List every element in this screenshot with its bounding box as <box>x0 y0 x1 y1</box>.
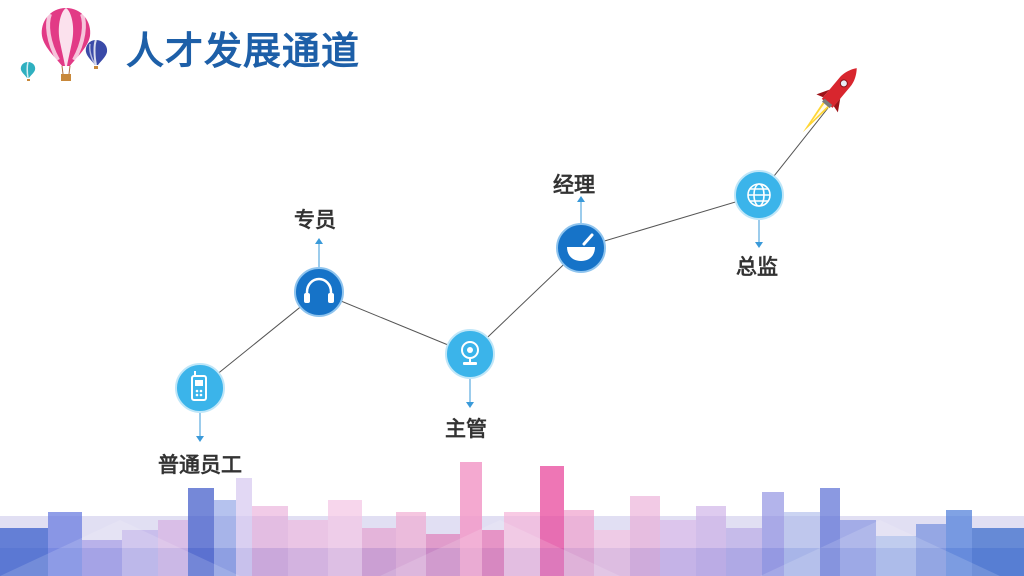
city-skyline <box>0 462 1024 576</box>
balloon-small-left <box>20 61 36 81</box>
node-connectors <box>196 196 763 442</box>
headphones-icon <box>304 277 334 303</box>
stage-label-4: 经理 <box>553 173 595 197</box>
mortar-bowl-icon <box>567 233 595 261</box>
stage-label-3: 主管 <box>445 417 487 441</box>
stage-node-1 <box>175 363 225 413</box>
stage-node-2 <box>294 267 344 317</box>
balloon-small-right <box>85 39 108 69</box>
webcam-icon <box>461 341 479 365</box>
stage-node-3 <box>445 329 495 379</box>
stage-label-5: 总监 <box>736 255 778 279</box>
globe-icon <box>747 183 771 207</box>
stage-label-2: 专员 <box>294 208 336 232</box>
mobile-phone-icon <box>191 371 207 401</box>
hot-air-balloon-icon <box>20 8 108 81</box>
rocket-icon <box>802 68 857 133</box>
stage-node-4 <box>556 223 606 273</box>
page-title: 人才发展通道 <box>126 29 361 73</box>
balloon-large <box>41 8 91 81</box>
stage-node-5 <box>734 170 784 220</box>
stage-label-1: 普通员工 <box>158 453 242 477</box>
career-path-line <box>199 107 829 389</box>
